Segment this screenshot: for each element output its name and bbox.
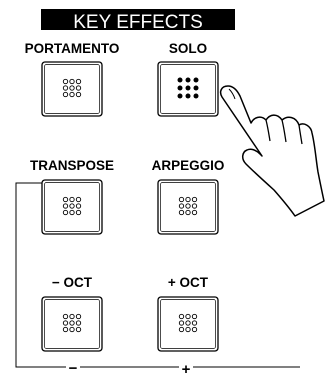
- led-dot: [62, 78, 69, 85]
- led-dot-grid-icon: [177, 77, 199, 99]
- led-dot: [75, 203, 82, 209]
- led-dot: [62, 320, 69, 326]
- led-dot: [178, 196, 185, 203]
- led-dot: [69, 85, 75, 91]
- led-dot: [62, 209, 69, 216]
- led-dot: [62, 203, 69, 209]
- octave-bracket: − +: [15, 182, 300, 378]
- octave-down-label: − OCT: [52, 275, 93, 290]
- led-dot: [185, 203, 191, 209]
- led-dot: [69, 326, 75, 333]
- led-dot: [185, 326, 191, 333]
- led-dot: [185, 209, 191, 216]
- transpose-label: TRANSPOSE: [30, 158, 114, 173]
- portamento-label: PORTAMENTO: [25, 41, 120, 56]
- solo-label: SOLO: [169, 41, 207, 56]
- arpeggio-button[interactable]: [157, 179, 219, 235]
- led-dot-grid-icon: [62, 78, 82, 98]
- led-dot: [191, 203, 198, 209]
- header-background: [41, 9, 235, 30]
- led-dot: [185, 85, 191, 91]
- led-dot: [69, 313, 75, 320]
- led-dot: [75, 78, 82, 85]
- led-dot: [75, 326, 82, 333]
- led-dot: [177, 77, 183, 83]
- section-header: KEY EFFECTS: [41, 9, 235, 33]
- led-dot: [191, 196, 198, 203]
- header-title: KEY EFFECTS: [73, 12, 203, 33]
- solo-button[interactable]: [157, 61, 219, 117]
- led-dot: [62, 326, 69, 333]
- led-dot: [178, 313, 185, 320]
- led-dot: [75, 91, 82, 98]
- portamento-button[interactable]: [41, 61, 103, 117]
- led-dot: [178, 203, 185, 209]
- led-dot: [69, 320, 75, 326]
- led-dot: [191, 209, 198, 216]
- led-dot: [75, 196, 82, 203]
- led-dot: [185, 313, 191, 320]
- led-dot: [177, 85, 183, 91]
- led-dot: [178, 326, 185, 333]
- octave-up-label: + OCT: [168, 275, 209, 290]
- led-dot: [62, 91, 69, 98]
- led-dot: [62, 85, 69, 91]
- led-dot: [75, 209, 82, 216]
- led-dot: [185, 320, 191, 326]
- led-dot: [75, 85, 82, 91]
- octave-minus-sign: −: [69, 360, 78, 376]
- led-dot: [69, 209, 75, 216]
- octave-bracket-line: [15, 182, 300, 368]
- pointing-hand-icon: [219, 85, 325, 217]
- led-dot: [185, 93, 191, 99]
- led-dot: [193, 93, 199, 99]
- led-dot: [191, 320, 198, 326]
- led-dot: [185, 77, 191, 83]
- octave-up-button[interactable]: [157, 296, 219, 352]
- led-dot: [191, 313, 198, 320]
- led-dot: [178, 320, 185, 326]
- led-dot-grid-icon: [62, 313, 82, 333]
- led-dot: [178, 209, 185, 216]
- led-dot-grid-icon: [178, 313, 198, 333]
- led-dot: [69, 91, 75, 98]
- led-dot: [62, 313, 69, 320]
- led-dot: [75, 320, 82, 326]
- led-dot-grid-icon: [62, 196, 82, 216]
- led-dot: [69, 196, 75, 203]
- led-dot: [75, 313, 82, 320]
- led-dot-grid-icon: [178, 196, 198, 216]
- led-dot: [193, 77, 199, 83]
- octave-plus-sign: +: [182, 361, 191, 376]
- led-dot: [193, 85, 199, 91]
- led-dot: [62, 196, 69, 203]
- led-dot: [69, 78, 75, 85]
- arpeggio-label: ARPEGGIO: [152, 158, 225, 173]
- led-dot: [177, 93, 183, 99]
- led-dot: [185, 196, 191, 203]
- led-dot: [191, 326, 198, 333]
- transpose-button[interactable]: [41, 179, 103, 235]
- led-dot: [69, 203, 75, 209]
- octave-down-button[interactable]: [41, 296, 103, 352]
